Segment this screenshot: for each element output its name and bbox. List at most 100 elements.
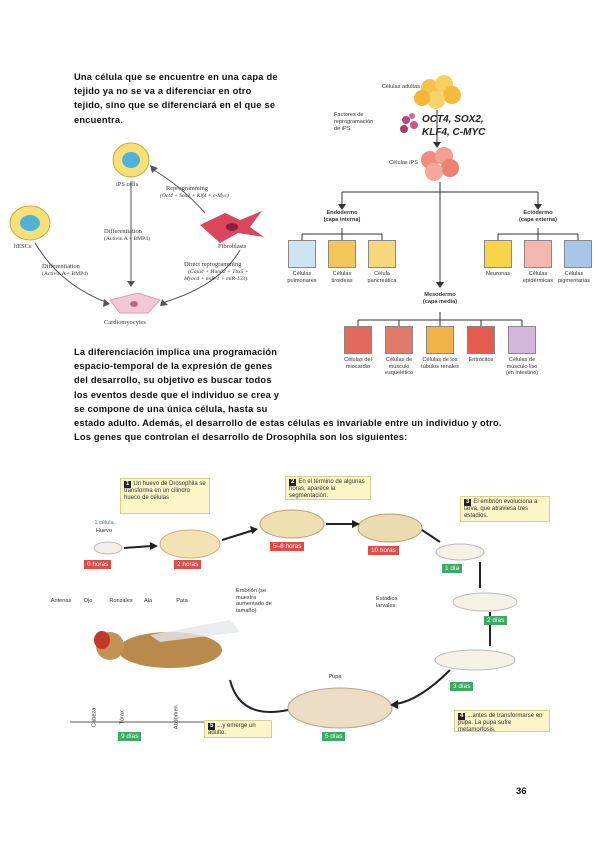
germ-layer-diagram (301, 75, 579, 326)
intro-line: tejido ya no se va a diferenciar en otro (74, 86, 252, 97)
one-cell-label: 1 célula (94, 520, 114, 526)
intro-line: tejido, sino que se diferenciará en el q… (74, 100, 276, 111)
ips-cells-label: Células iPS (389, 160, 418, 166)
step3-text: El embrión evoluciona a larva, que atrav… (464, 499, 538, 520)
paragraph-line: espacio-temporal de la expresión de gene… (74, 361, 273, 372)
factors-label-3: de iPS (334, 126, 351, 132)
step2-number: 2 (289, 479, 297, 487)
mesoderm-label: Mesodermo (424, 292, 456, 298)
ectoderm-sub: (capa externa) (519, 217, 557, 223)
intro-line: Una célula que se encuentre en una capa … (74, 72, 278, 82)
endo-cell-label: Célula pancreática (367, 271, 397, 284)
leg-label: Pata (176, 598, 188, 604)
meso-cell-label: Células de músculo esquelético (384, 357, 414, 377)
reprogramming-label: Reprogramming (166, 185, 208, 192)
larval-label: Estadios larvales (376, 596, 398, 609)
head-label: Cabeza (91, 707, 98, 727)
tag-10-hours: 10 horas (368, 546, 399, 555)
lung-cell-image (288, 240, 316, 268)
step5-box: 5...y emerge un adulto. (204, 720, 272, 738)
differentiation-label: Differentiation (104, 228, 142, 235)
abdomen-label: Abdomen (173, 705, 180, 730)
pupa-label: Pupa (328, 674, 342, 680)
differentiation2-label: Differentiation (42, 263, 80, 270)
endo-cell-label: Células pulmonares (287, 271, 317, 284)
paragraph-line: La diferenciación implica una programaci… (74, 347, 278, 357)
meso-cell-label: Células de los túbulos renales (421, 357, 459, 370)
pancreatic-cell-image (368, 240, 396, 268)
direct-reprogramming-label: Direct reprogramming (184, 261, 242, 268)
reprogramming-factors: (Oct4 + Sox2 + Klf4 + c-Myc) (160, 193, 229, 199)
endoderm-label: Endodermo (326, 210, 358, 216)
skeletal-muscle-image (385, 326, 413, 354)
paragraph-line: los eventos desde que el individuo se cr… (74, 389, 280, 400)
egg-label: Huevo (95, 528, 113, 534)
endo-cell-label: Células tiroideas (331, 271, 353, 284)
fibroblasts-label: Fibroblasts (218, 243, 247, 250)
pigment-cell-image (564, 240, 592, 268)
meso-cell-label: Células del miocardio (344, 357, 372, 370)
paragraph-line: Los genes que controlan el desarrollo de… (74, 432, 408, 443)
direct-factors-1: (Gata4 + Hand2 + Tbx5 + (188, 269, 249, 275)
ips-cells-label: iPS cells (116, 181, 139, 188)
intro-paragraph: Una célula que se encuentre en una capa … (74, 70, 284, 127)
tag-5-8-hours: 5–8 horas (270, 542, 305, 551)
thyroid-cell-image (328, 240, 356, 268)
meso-cell-label: Eritrocitos (468, 357, 494, 363)
reprogramming-figure: iPS cells Reprogramming (Oct4 + Sox2 + K… (0, 135, 280, 335)
step4-box: 4...antes de transformarse en pupa. La p… (454, 710, 550, 734)
adult-cells-label: Células adultas (381, 84, 420, 90)
paragraph-line: estado adulto. Además, el desarrollo de … (74, 418, 502, 429)
drosophila-lifecycle-diagram (70, 509, 518, 729)
factors-label-1: Factores de (334, 112, 364, 118)
tag-5-days: 5 días (322, 732, 346, 741)
halteres-label: Ronzales (109, 598, 133, 604)
smooth-muscle-image (508, 326, 536, 354)
renal-cell-image (426, 326, 454, 354)
tag-2-days: 2 días (484, 616, 508, 625)
second-paragraph: La diferenciación implica una programaci… (74, 345, 514, 444)
embryo-label: Embrión (se muestra aumentado de tamaño) (236, 588, 272, 614)
thorax-label: Tórax (119, 710, 126, 725)
antennae-label: Antenas (50, 598, 72, 604)
endoderm-sub: (capa interna) (323, 217, 361, 223)
reprogramming-diagram (9, 142, 264, 314)
factors-names-1: OCT4, SOX2, (422, 114, 484, 125)
paragraph-line: se compone de una única célula, hasta su (74, 403, 268, 414)
ecto-cell-label: Células epidérmicas (522, 271, 554, 284)
differentiation-factors: (Activin A + BMP4) (104, 236, 150, 242)
factors-label-2: reprogramación (334, 119, 374, 125)
ips-figure: Células adultas Factores de reprogramaci… (282, 68, 594, 408)
factors-names-2: KLF4, C-MYC (422, 127, 486, 138)
wing-label: Ala (143, 598, 153, 604)
paragraph-line: del desarrollo, su objetivo es buscar to… (74, 375, 272, 386)
step2-text: En el término de algunas horas, aparece … (289, 479, 365, 500)
differentiation2-factors: (Activin A + BMP4) (42, 271, 88, 277)
cardiomyocytes-label: Cardiomyocytes (104, 319, 146, 326)
erythrocyte-image (467, 326, 495, 354)
ecto-cell-label: Neuronas (485, 271, 511, 277)
step1-number: 1 (124, 481, 132, 489)
tag-0-hours: 0 horas (84, 560, 112, 569)
step4-text: ...antes de transformarse en pupa. La pu… (458, 713, 543, 734)
step1-text: Un huevo de Drosophila se transforma en … (124, 481, 206, 502)
direct-factors-2: Myocd + miR-1 + miR-133) (184, 276, 248, 282)
step4-number: 4 (458, 713, 466, 721)
intro-line: encuentra. (74, 114, 124, 125)
tag-1-day: 1 día (442, 564, 463, 573)
eye-label: Ojo (83, 598, 93, 604)
tag-9-days: 9 días (118, 732, 142, 741)
mesoderm-sub: (capa media) (422, 299, 458, 305)
tag-2-hours: 2 horas (174, 560, 202, 569)
tag-3-days: 3 días (450, 682, 474, 691)
step5-text: ...y emerge un adulto. (208, 723, 256, 737)
step3-number: 3 (464, 499, 472, 507)
hescs-label: hESCs (14, 243, 32, 250)
epidermal-cell-image (524, 240, 552, 268)
step5-number: 5 (208, 723, 216, 731)
cardiac-cell-image (344, 326, 372, 354)
neuron-image (484, 240, 512, 268)
